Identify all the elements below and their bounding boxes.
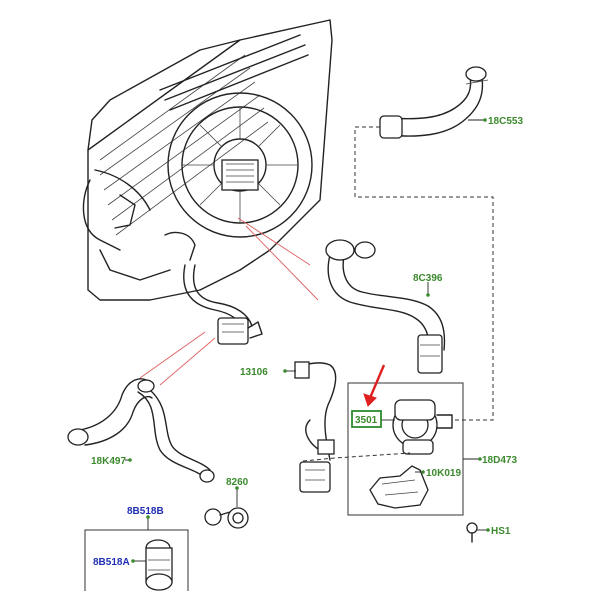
label-13106: 13106 [240,367,268,378]
red-leader-line-upper [237,217,311,266]
label-HS1: HS1 [491,526,511,537]
label-8C396: 8C396 [413,273,443,284]
hose-18C553 [379,66,489,139]
bolt-HS1 [466,522,478,543]
label-18K497: 18K497 [91,456,126,467]
label-3501: 3501 [355,415,378,426]
label-18D473: 18D473 [482,455,517,466]
label-8B518A: 8B518A [93,557,130,568]
hose-18K497 [67,378,215,483]
aux-pump-box [84,529,189,591]
auxiliary-pump-8B518A [145,539,173,591]
dashed-routing-pump [302,452,411,462]
label-18C553: 18C553 [488,116,523,127]
radiator-fan-assembly [82,19,333,301]
highlight-box-3501 [351,410,382,428]
label-10K019: 10K019 [426,468,461,479]
label-8260: 8260 [226,477,249,488]
pump-assembly-box [347,382,464,516]
dashed-routing-18C553 [354,126,494,421]
electric-water-pump-3501 [392,399,453,455]
bracket-10K019 [369,465,429,509]
hose-connector-lower [217,317,263,345]
red-arrow [363,364,386,407]
label-8B518B: 8B518B [127,506,164,517]
hose-clip-8260 [204,507,249,529]
wiring-harness-13106 [294,361,337,493]
red-leader-line-lower [139,331,206,379]
hose-8C396 [325,239,446,374]
